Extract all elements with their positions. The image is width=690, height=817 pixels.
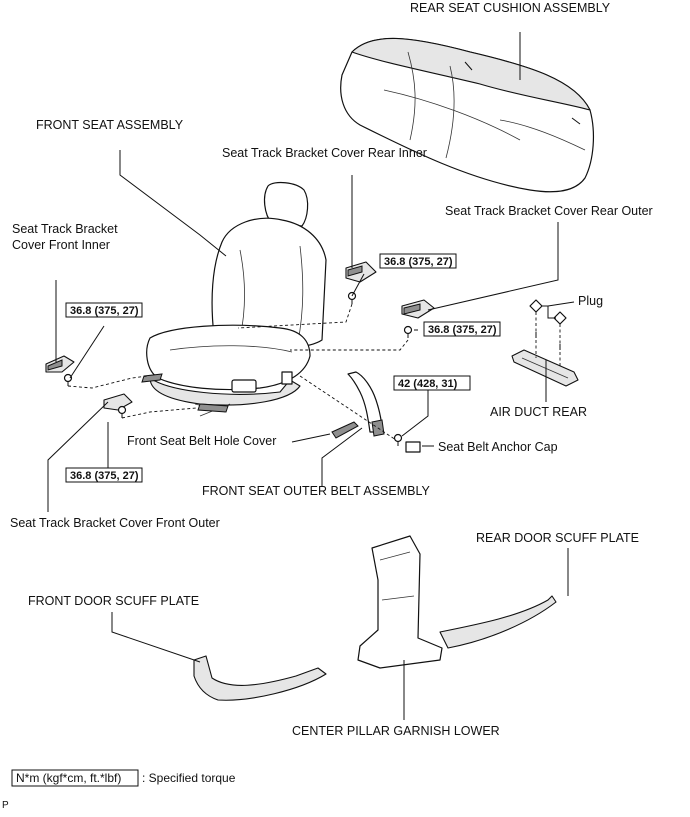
cover-front-inner-part (45, 355, 75, 373)
label-belt-anchor-cap: Seat Belt Anchor Cap (438, 440, 558, 454)
rear-seat-cushion-illustration (340, 37, 594, 193)
label-front-seat: FRONT SEAT ASSEMBLY (36, 118, 184, 132)
label-air-duct-rear: AIR DUCT REAR (490, 405, 587, 419)
cover-front-outer-part (103, 393, 133, 411)
label-front-door-scuff: FRONT DOOR SCUFF PLATE (28, 594, 199, 608)
label-rear-door-scuff: REAR DOOR SCUFF PLATE (476, 531, 639, 545)
torque-belt-anchor-value: 42 (428, 31) (398, 378, 458, 390)
label-belt-hole-cover: Front Seat Belt Hole Cover (127, 434, 276, 448)
diagram-code: P (2, 800, 9, 811)
front-door-scuff-illustration (193, 655, 327, 701)
torque-front-outer: 36.8 (375, 27) (65, 467, 143, 483)
label-cover-rear-outer: Seat Track Bracket Cover Rear Outer (445, 204, 653, 218)
cover-rear-outer-part (401, 299, 435, 319)
label-rear-seat-cushion: REAR SEAT CUSHION ASSEMBLY (410, 1, 611, 15)
label-plug: Plug (578, 294, 603, 308)
torque-legend: N*m (kgf*cm, ft.*lbf) : Specified torque (11, 769, 236, 787)
leader-lines (47, 32, 575, 720)
legend-text: : Specified torque (142, 771, 236, 785)
install-lines (67, 303, 561, 441)
torque-front-outer-value: 36.8 (375, 27) (70, 470, 139, 482)
torque-front-inner-value: 36.8 (375, 27) (70, 305, 139, 317)
legend-unit: N*m (kgf*cm, ft.*lbf) (16, 771, 121, 785)
label-outer-belt: FRONT SEAT OUTER BELT ASSEMBLY (202, 484, 431, 498)
bolts (63, 291, 413, 446)
torque-rear-outer-value: 36.8 (375, 27) (428, 324, 497, 336)
label-cover-front-inner-line2: Cover Front Inner (12, 238, 110, 252)
belt-hole-cover-part (331, 421, 359, 439)
torque-rear-inner-value: 36.8 (375, 27) (384, 256, 453, 268)
center-pillar-illustration (357, 535, 443, 669)
front-seat-illustration (141, 181, 327, 417)
label-cover-rear-inner: Seat Track Bracket Cover Rear Inner (222, 146, 427, 160)
label-cover-front-outer: Seat Track Bracket Cover Front Outer (10, 516, 220, 530)
plugs-illustration (529, 299, 567, 350)
torque-rear-inner: 36.8 (375, 27) (379, 253, 457, 269)
anchor-cap-part (405, 441, 421, 453)
cover-rear-inner-part (345, 261, 377, 283)
torque-rear-outer: 36.8 (375, 27) (423, 321, 501, 337)
torque-front-inner: 36.8 (375, 27) (65, 302, 143, 318)
label-cover-front-inner-line1: Seat Track Bracket (12, 222, 118, 236)
air-duct-rear-illustration (511, 349, 579, 387)
rear-door-scuff-illustration (439, 595, 557, 649)
label-center-pillar: CENTER PILLAR GARNISH LOWER (292, 724, 500, 738)
torque-belt-anchor: 42 (428, 31) (393, 375, 471, 391)
